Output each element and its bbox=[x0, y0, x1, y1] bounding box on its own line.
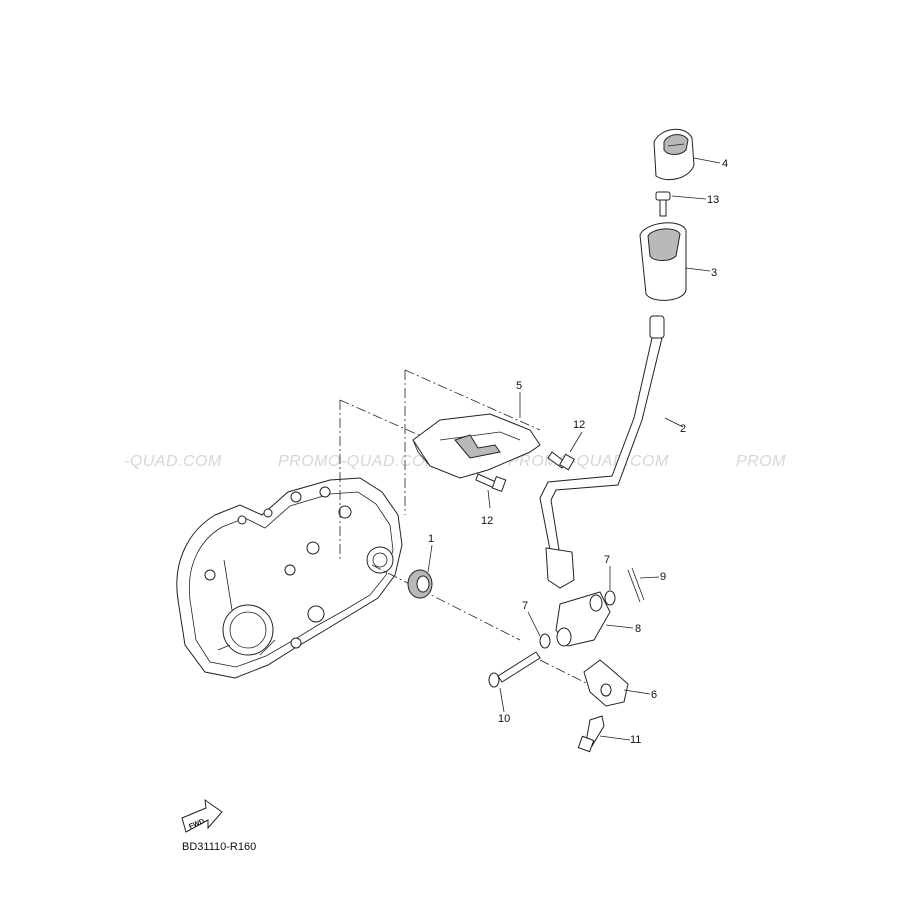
part-6-clevis bbox=[583, 659, 629, 707]
part-3-shift-knob bbox=[639, 222, 687, 301]
part-9-cotter-pin bbox=[627, 567, 645, 603]
crankcase-cover bbox=[176, 477, 403, 679]
part-11-bolt bbox=[577, 715, 605, 753]
part-7-washer-upper bbox=[604, 590, 616, 606]
watermark-text-4: PROM bbox=[736, 453, 786, 470]
diagram-reference: BD31110-R160 bbox=[182, 841, 256, 853]
part-1-oil-seal bbox=[407, 569, 433, 599]
callout-12-lower: 12 bbox=[481, 515, 493, 527]
leader-lines bbox=[427, 157, 721, 741]
part-12-bolt-lower bbox=[475, 473, 507, 492]
callout-5: 5 bbox=[516, 380, 522, 392]
callout-3: 3 bbox=[711, 267, 717, 279]
part-12-bolt-upper bbox=[547, 451, 576, 471]
callouts: 1 2 3 4 5 6 7 7 8 9 10 11 12 12 13 bbox=[428, 158, 728, 746]
callout-2: 2 bbox=[680, 423, 686, 435]
callout-10: 10 bbox=[498, 713, 510, 725]
callout-11: 11 bbox=[630, 734, 641, 746]
callout-7-upper: 7 bbox=[604, 554, 610, 566]
part-7-washer-lower bbox=[539, 633, 551, 649]
watermark-text-1: -QUAD.COM bbox=[124, 453, 222, 470]
callout-13: 13 bbox=[707, 194, 719, 206]
part-8-bracket bbox=[555, 591, 611, 647]
part-2-shift-lever bbox=[539, 315, 665, 589]
callout-1: 1 bbox=[428, 533, 434, 545]
part-13-screw bbox=[655, 191, 671, 217]
watermark-text-2: PROMO-QUAD.COM bbox=[278, 453, 439, 470]
callout-12-upper: 12 bbox=[573, 419, 585, 431]
callout-4: 4 bbox=[722, 158, 728, 170]
callout-9: 9 bbox=[660, 571, 666, 583]
part-5-shift-guide bbox=[412, 413, 541, 479]
part-4-knob-cap bbox=[653, 128, 695, 180]
callout-6: 6 bbox=[651, 689, 657, 701]
part-10-pin bbox=[488, 651, 541, 688]
fwd-arrow-icon: FWD bbox=[181, 798, 223, 833]
callout-8: 8 bbox=[635, 623, 641, 635]
watermark-text-3: PROMO-QUAD.COM bbox=[508, 453, 669, 470]
callout-7-lower: 7 bbox=[522, 600, 528, 612]
